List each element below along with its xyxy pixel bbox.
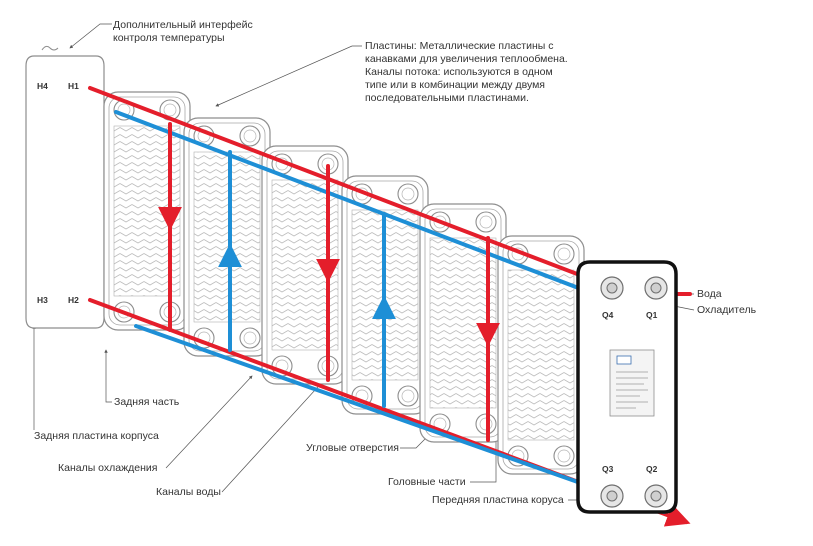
port-q3 [600, 484, 624, 508]
corner-hole [553, 243, 575, 265]
plate-2 [183, 117, 271, 357]
label-plates-line4: типе или в комбинации между двумя [365, 79, 545, 91]
nameplate [609, 349, 655, 417]
port-q4 [600, 276, 624, 300]
label-plates-line1: Пластины: Металлические пластины с [365, 40, 554, 52]
plate-6 [497, 235, 585, 475]
label-plates-line5: последовательными пластинами. [365, 92, 529, 104]
corner-hole [475, 211, 497, 233]
label-plates-line2: канавками для увеличения теплообмена. [365, 53, 568, 65]
port-label-q2: Q2 [646, 464, 658, 474]
port-label-h2: H2 [68, 295, 79, 305]
port-q2 [644, 484, 668, 508]
label-interface-line1: Дополнительный интерфейс [113, 19, 253, 31]
label-water: Вода [697, 288, 722, 300]
label-coolant: Охладитель [697, 304, 757, 316]
port-label-h3: H3 [37, 295, 48, 305]
label-rear-part: Задняя часть [114, 396, 180, 408]
port-label-q1: Q1 [646, 310, 658, 320]
front-cover-plate: Q4 Q1 Q3 Q2 [576, 260, 678, 514]
rear-cover-plate: H4 H1 H3 H2 [25, 45, 105, 329]
port-label-q3: Q3 [602, 464, 614, 474]
label-rear-plate: Задняя пластина корпуса [34, 430, 159, 442]
corner-hole [397, 385, 419, 407]
corner-hole [553, 445, 575, 467]
plate-1 [103, 91, 191, 331]
label-water-channels: Каналы воды [156, 486, 221, 498]
port-label-h4: H4 [37, 81, 48, 91]
corner-hole [239, 327, 261, 349]
corner-hole [397, 183, 419, 205]
label-cooling-channels: Каналы охлаждения [58, 462, 158, 474]
plate-5 [419, 203, 507, 443]
exchanger-plates [103, 91, 585, 475]
cold-outlet-line [114, 110, 612, 302]
port-label-h1: H1 [68, 81, 79, 91]
label-corner-holes: Угловые отверстия [306, 442, 399, 454]
cold-inlet-line [134, 324, 608, 494]
label-interface-line2: контроля температуры [113, 32, 225, 44]
label-plates-line3: Каналы потока: используются в одном [365, 66, 553, 78]
hot-inlet-line [88, 86, 642, 300]
label-front-plate: Передняя пластина коруса [432, 494, 564, 506]
corner-hole [239, 125, 261, 147]
leader-lines [32, 23, 695, 501]
label-head-parts: Головные части [388, 476, 466, 488]
port-q1 [644, 276, 668, 300]
sensor-interface-icon [41, 45, 59, 51]
port-label-q4: Q4 [602, 310, 614, 320]
logo-badge-icon [616, 355, 632, 365]
